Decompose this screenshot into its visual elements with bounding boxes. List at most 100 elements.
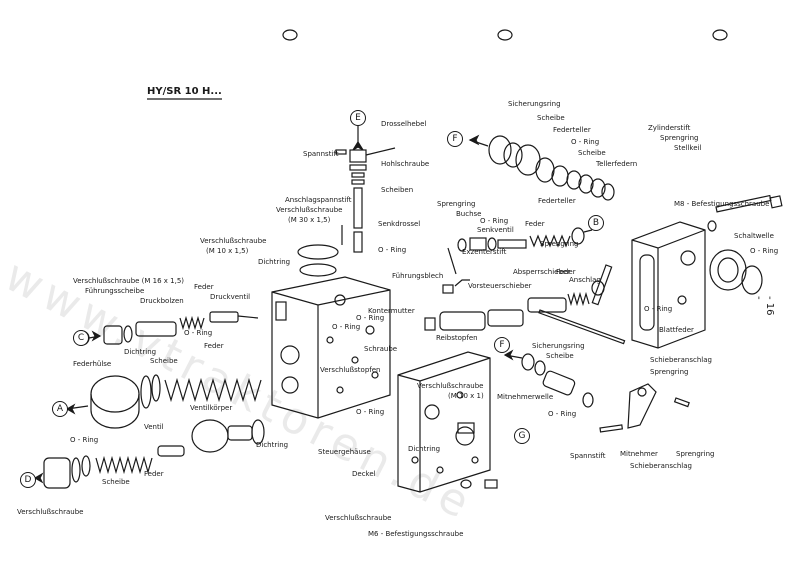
label-drosselhebel: Drosselhebel bbox=[381, 120, 427, 128]
label-druckventil: Druckventil bbox=[210, 293, 251, 301]
label-druckbolzen: Druckbolzen bbox=[140, 297, 184, 305]
sicherungsring-stack bbox=[468, 134, 615, 201]
senkventil-row bbox=[447, 227, 593, 275]
label-steuergehaeuse: Steuergehäuse bbox=[318, 448, 371, 456]
label-hohlschraube: Hohlschraube bbox=[381, 160, 430, 168]
label-dichtring-cover: Dichtring bbox=[408, 445, 441, 453]
label-mitnehmerwelle: Mitnehmerwelle bbox=[497, 393, 554, 401]
right-housing bbox=[631, 194, 783, 349]
label-m8-bolt: M8 - Befestigungsschraube bbox=[674, 200, 770, 208]
label-verschlussstopfen: Verschlußstopfen bbox=[320, 366, 381, 374]
label-kontermutter: Kontermutter bbox=[368, 307, 415, 315]
druckventil-row bbox=[74, 311, 259, 346]
label-fuehrungsscheibe: Führungsscheibe bbox=[85, 287, 145, 295]
label-oring-body-top: O - Ring bbox=[356, 314, 385, 322]
label-vorsteuerschieber: Vorsteuerschieber bbox=[468, 282, 532, 290]
label-ventil: Ventil bbox=[144, 423, 164, 431]
label-anschlag: Anschlag bbox=[569, 276, 601, 284]
label-spannstift-low: Spannstift bbox=[570, 452, 606, 460]
label-blattfeder: Blattfeder bbox=[659, 326, 694, 334]
label-feder-ll: Feder bbox=[144, 470, 164, 478]
label-scheibe-top: Scheibe bbox=[537, 114, 565, 122]
label-oring-mitnehmer: O - Ring bbox=[548, 410, 577, 418]
label-zylinderstift: Zylinderstift bbox=[648, 124, 691, 132]
label-oring-right-top: O - Ring bbox=[571, 138, 600, 146]
model-title: HY/SR 10 H... bbox=[147, 86, 222, 97]
drossel-assembly bbox=[335, 125, 396, 253]
label-reibstopfen: Reibstopfen bbox=[436, 334, 478, 342]
port-e-marker: E bbox=[350, 110, 366, 126]
federhuelse-row bbox=[52, 374, 262, 429]
label-dichtring-left: Dichtring bbox=[124, 348, 157, 356]
binder-holes bbox=[282, 29, 728, 41]
port-c-marker: C bbox=[73, 330, 89, 346]
label-feder-mid: Feder bbox=[525, 220, 545, 228]
label-verschluss-m10x1-size: (M 10 x 1) bbox=[448, 392, 484, 400]
port-b-marker: B bbox=[588, 215, 604, 231]
label-verschluss-ll: Verschlußschraube bbox=[17, 508, 84, 516]
label-federteller-top: Federteller bbox=[553, 126, 591, 134]
label-absperrschieber: Absperrschieber bbox=[513, 268, 571, 276]
label-feder-left: Feder bbox=[204, 342, 224, 350]
label-spannstift-top: Spannstift bbox=[303, 150, 339, 158]
label-oring-cover: O - Ring bbox=[356, 408, 385, 416]
label-sprengring-right: Sprengring bbox=[650, 368, 689, 376]
label-feder-absperr: Feder bbox=[556, 268, 576, 276]
label-scheiben: Scheiben bbox=[381, 186, 414, 194]
label-ventilkoerper: Ventilkörper bbox=[190, 404, 233, 412]
label-verschluss-m30-size: (M 30 x 1,5) bbox=[288, 216, 331, 224]
label-oring-top: O - Ring bbox=[378, 246, 407, 254]
label-tellerfedern: Tellerfedern bbox=[596, 160, 638, 168]
label-fuehrungsblech: Führungsblech bbox=[392, 272, 444, 280]
label-federhuelse: Federhülse bbox=[73, 360, 112, 368]
label-sprengring-zyl: Sprengring bbox=[660, 134, 699, 142]
label-mitnehmer: Mitnehmer bbox=[620, 450, 658, 458]
label-scheibe-right-top: Scheibe bbox=[578, 149, 606, 157]
label-oring-lower-left: O - Ring bbox=[70, 436, 99, 444]
label-oring-right: O - Ring bbox=[644, 305, 673, 313]
label-buchse: Buchse bbox=[456, 210, 482, 218]
label-schaltwelle: Schaltwelle bbox=[734, 232, 774, 240]
page-number: - 16 - bbox=[753, 296, 775, 316]
label-m6-bolt: M6 - Befestigungsschraube bbox=[368, 530, 464, 538]
label-oring-schalt: O - Ring bbox=[750, 247, 779, 255]
label-senkventil: Senkventil bbox=[477, 226, 514, 234]
label-deckel: Deckel bbox=[352, 470, 376, 478]
label-senkdrossel: Senkdrossel bbox=[378, 220, 421, 228]
label-oring-mid: O - Ring bbox=[480, 217, 509, 225]
label-scheibe-ll: Scheibe bbox=[102, 478, 130, 486]
port-f2-marker: F bbox=[494, 337, 510, 353]
label-exzenterstift: Exzenterstift bbox=[462, 248, 507, 256]
label-scheibe-left: Scheibe bbox=[150, 357, 178, 365]
label-sprengring-mid2: Sprengring bbox=[540, 240, 579, 248]
port-a-marker: A bbox=[52, 401, 68, 417]
label-dichtring-top: Dichtring bbox=[258, 258, 291, 266]
label-sicherungsring-lower: Sicherungsring bbox=[532, 342, 585, 350]
label-dichtring-body: Dichtring bbox=[256, 441, 289, 449]
label-verschluss-m16: Verschlußschraube (M 16 x 1,5) bbox=[73, 277, 185, 285]
label-sprengring-low: Sprengring bbox=[676, 450, 715, 458]
label-feder-druck: Feder bbox=[194, 283, 214, 291]
label-verschluss-cover: Verschlußschraube bbox=[325, 514, 392, 522]
label-verschluss-m30: Verschlußschraube bbox=[276, 206, 343, 214]
deckel-cover bbox=[397, 351, 491, 493]
label-scheibe-lower: Scheibe bbox=[546, 352, 574, 360]
label-oring-druck: O - Ring bbox=[184, 329, 213, 337]
label-schraube: Schraube bbox=[364, 345, 398, 353]
label-schieberanschlag-top: Schieberanschlag bbox=[650, 356, 712, 364]
ventil-row bbox=[20, 419, 265, 489]
port-f1-marker: F bbox=[447, 131, 463, 147]
mitnehmer-parts bbox=[460, 309, 690, 489]
label-verschluss-m10: Verschlußschraube bbox=[200, 237, 267, 245]
label-federteller-mid: Federteller bbox=[538, 197, 576, 205]
port-d-marker: D bbox=[20, 472, 36, 488]
label-sicherungsring-top: Sicherungsring bbox=[508, 100, 561, 108]
vorsteuerschieber-row bbox=[424, 264, 613, 331]
label-schieberanschlag-low: Schieberanschlag bbox=[630, 462, 692, 470]
label-sprengring-mid: Sprengring bbox=[437, 200, 476, 208]
port-g-marker: G bbox=[514, 428, 530, 444]
label-anschlagspannstift: Anschlagspannstift bbox=[285, 196, 352, 204]
steuergehaeuse-body bbox=[271, 244, 391, 419]
label-verschluss-m10x1: Verschlußschraube bbox=[417, 382, 484, 390]
